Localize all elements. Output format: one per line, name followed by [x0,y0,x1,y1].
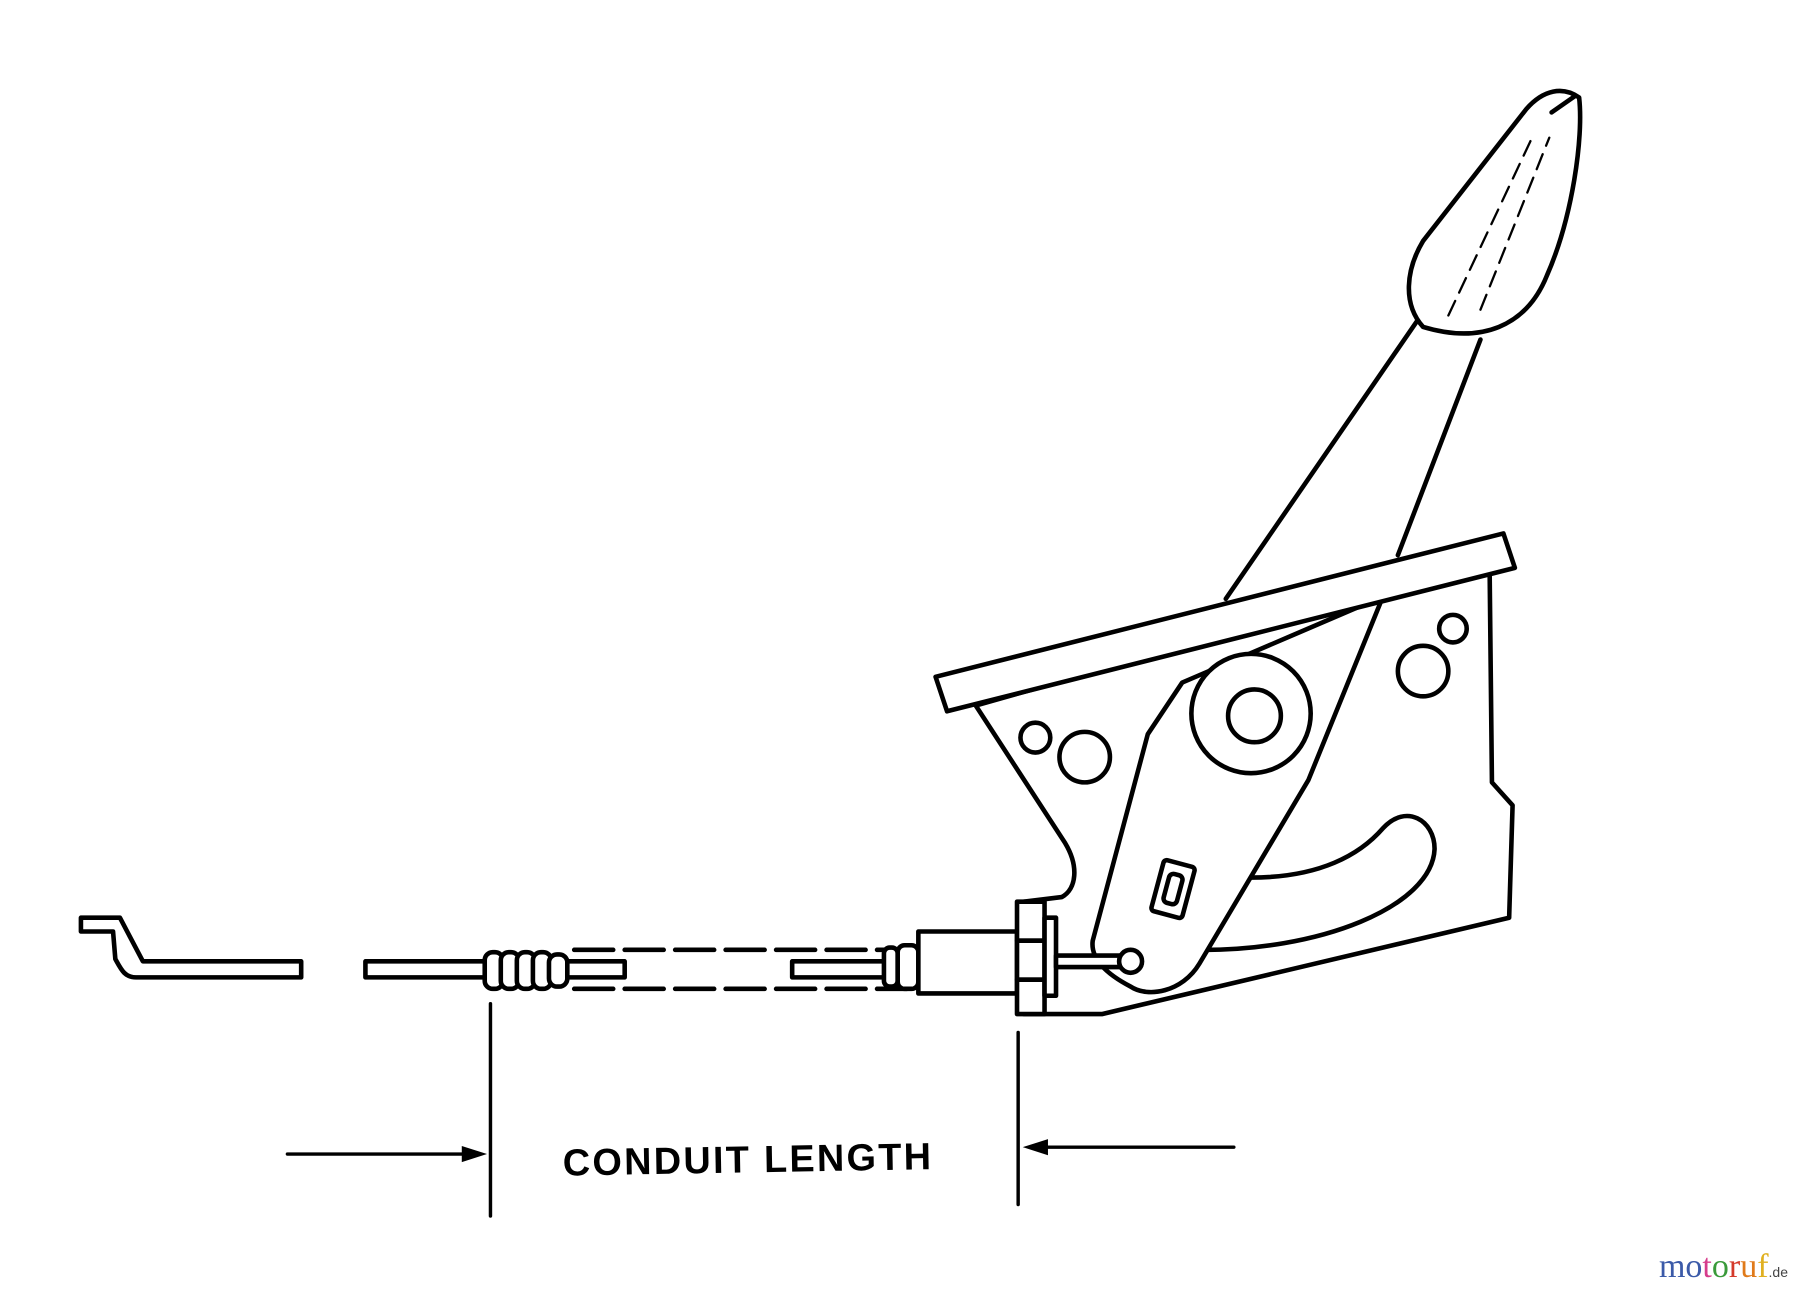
jam-nut [1014,899,1059,1017]
z-bend-wire [78,915,304,980]
conduit-length-dimension: CONDUIT LENGTH [285,1002,1236,1218]
watermark-letter: f [1757,1248,1769,1285]
watermark-letter: o [1711,1248,1729,1285]
watermark-logo: motoruf.de [1659,1248,1788,1286]
conduit-spring [482,949,570,992]
wire-pin [1053,953,1128,970]
top-plate [933,531,1518,714]
control-cable [78,899,1145,1017]
dimension-label: CONDUIT LENGTH [562,1136,933,1184]
lever-knob [1406,88,1583,336]
mount-hole [1436,612,1469,645]
mount-hole [1018,720,1053,755]
arrowhead-icon [1022,1139,1048,1156]
inner-wire [363,959,494,980]
guide-slot [1191,813,1437,953]
watermark-letter: o [1685,1248,1703,1285]
watermark-letter: t [1702,1248,1712,1285]
watermark-tld: .de [1768,1264,1788,1280]
watermark-letter: r [1728,1248,1741,1285]
lever-plate [1090,594,1386,995]
mount-hole [1057,729,1113,785]
mount-hole [1395,643,1451,699]
cable-fitting [916,929,1020,996]
pivot-bolt [1225,687,1284,745]
lever-arm [1223,316,1483,602]
watermark-letter: u [1740,1248,1758,1285]
watermark-letter: m [1658,1248,1686,1285]
arrowhead-icon [461,1146,488,1163]
